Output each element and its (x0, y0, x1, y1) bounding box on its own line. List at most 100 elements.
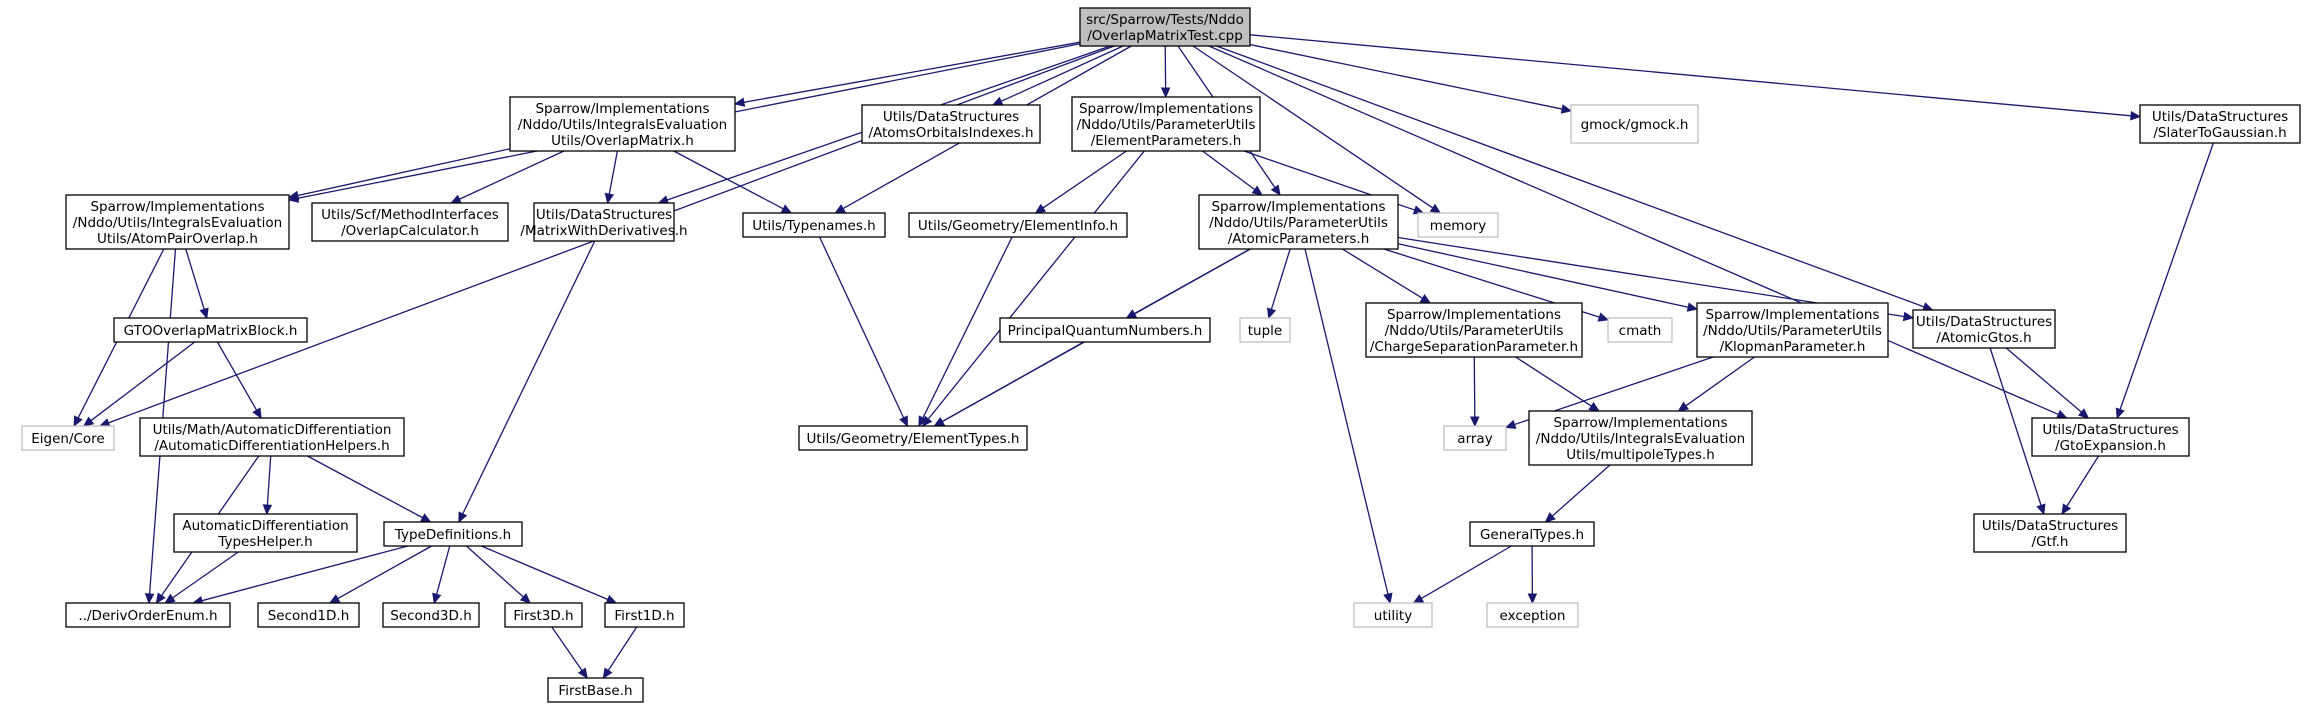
edge-tdef-to-f1d (481, 545, 618, 604)
edge-arrowhead (1902, 311, 1915, 322)
graph-node-gent[interactable]: GeneralTypes.h (1469, 521, 1595, 547)
edge-root-to-gmock (1249, 43, 1573, 114)
node-box (861, 104, 1041, 144)
graph-node-mpt[interactable]: Sparrow/Implementations/Nddo/Utils/Integ… (1528, 410, 1753, 466)
node-label: Utils/DataStructures (1916, 314, 2052, 330)
edge-arrowhead (519, 593, 532, 604)
edge-line (818, 236, 905, 419)
edge-line (1515, 356, 1592, 407)
node-box (999, 317, 1211, 343)
edge-gent-to-util (1412, 545, 1512, 604)
graph-node-f1d[interactable]: First1D.h (604, 602, 685, 628)
graph-node-csp[interactable]: Sparrow/Implementations/Nddo/Utils/Param… (1365, 302, 1583, 358)
graph-node-mwd[interactable]: Utils/DataStructures/MatrixWithDerivativ… (520, 202, 688, 242)
graph-node-tdef[interactable]: TypeDefinitions.h (383, 521, 523, 547)
node-label: /AtomsOrbitalsIndexes.h (868, 125, 1033, 141)
node-label: Utils/Scf/MethodInterfaces (321, 207, 499, 223)
node-box (1365, 302, 1583, 358)
graph-node-gtf[interactable]: Utils/DataStructures/Gtf.h (1973, 513, 2127, 553)
graph-node-elp[interactable]: Sparrow/Implementations/Nddo/Utils/Param… (1071, 96, 1261, 152)
node-label: /SlaterToGaussian.h (2153, 125, 2286, 141)
edge-arrowhead (82, 416, 95, 427)
node-label: Second1D.h (268, 608, 350, 624)
graph-node-agt[interactable]: Utils/DataStructures/AtomicGtos.h (1912, 309, 2056, 349)
graph-node-apo[interactable]: Sparrow/Implementations/Nddo/Utils/Integ… (65, 194, 290, 250)
edge-gent-to-exc (1527, 545, 1538, 605)
edge-ovm-to-mwd (604, 150, 619, 205)
graph-node-ovm[interactable]: Sparrow/Implementations/Nddo/Utils/Integ… (509, 96, 736, 152)
graph-node-s3d[interactable]: Second3D.h (382, 602, 480, 628)
edge-line (216, 341, 258, 411)
node-box (1570, 104, 1699, 144)
edge-arrowhead (1383, 592, 1393, 605)
node-label: Utils/Math/AutomaticDifferentiation (153, 422, 392, 438)
edge-tdef-to-doe (191, 545, 408, 606)
graph-node-exc: exception (1486, 602, 1579, 628)
node-label: Second3D.h (390, 608, 472, 624)
graph-node-s2g[interactable]: Utils/DataStructures/SlaterToGaussian.h (2139, 104, 2301, 144)
edge-arrowhead (1686, 302, 1699, 312)
node-label: tuple (1248, 323, 1282, 339)
edge-line (1989, 347, 2042, 506)
edge-arrowhead (1412, 594, 1425, 604)
graph-node-root[interactable]: src/Sparrow/Tests/Nddo/OverlapMatrixTest… (1079, 7, 1251, 47)
graph-node-elt[interactable]: Utils/Geometry/ElementTypes.h (798, 425, 1028, 451)
node-label: FirstBase.h (558, 683, 632, 699)
graph-node-tyn[interactable]: Utils/Typenames.h (742, 212, 886, 238)
graph-node-gob[interactable]: GTOOverlapMatrixBlock.h (113, 317, 308, 343)
edge-mpt-to-gent (1544, 464, 1611, 523)
node-box (21, 425, 115, 451)
edge-line (1304, 248, 1389, 595)
node-label: Utils/OverlapMatrix.h (551, 133, 694, 149)
node-box (504, 602, 583, 628)
node-label: Utils/DataStructures (883, 109, 1019, 125)
node-label: cmath (1619, 323, 1662, 339)
edge-line (1192, 45, 1434, 209)
graph-node-aoi[interactable]: Utils/DataStructures/AtomsOrbitalsIndexe… (861, 104, 1041, 144)
edge-line (1473, 356, 1476, 418)
edge-root-to-s2g (1249, 34, 2142, 121)
graph-node-klp[interactable]: Sparrow/Implementations/Nddo/Utils/Param… (1696, 302, 1889, 358)
graph-node-einf[interactable]: Utils/Geometry/ElementInfo.h (908, 212, 1128, 238)
graph-node-gtoe[interactable]: Utils/DataStructures/GtoExpansion.h (2031, 417, 2190, 457)
edge-atp-to-klp (1397, 243, 1699, 312)
edge-line (1216, 45, 1925, 308)
graph-node-pqn[interactable]: PrincipalQuantumNumbers.h (999, 317, 1211, 343)
graph-node-s1d[interactable]: Second1D.h (257, 602, 360, 628)
graph-node-atp[interactable]: Sparrow/Implementations/Nddo/Utils/Param… (1198, 194, 1399, 250)
graph-node-fb[interactable]: FirstBase.h (547, 677, 644, 703)
graph-node-adh[interactable]: Utils/Math/AutomaticDifferentiation/Auto… (139, 417, 405, 457)
edge-arrowhead (419, 513, 432, 523)
edge-arrowhead (2056, 409, 2068, 419)
edge-f1d-to-fb (602, 626, 638, 680)
edge-line (922, 236, 1013, 419)
edge-line (481, 545, 609, 601)
graph-node-doe[interactable]: ../DerivOrderEnum.h (65, 602, 231, 628)
node-label: /AtomicGtos.h (1936, 330, 2031, 346)
graph-nodes: src/Sparrow/Tests/Nddo/OverlapMatrixTest… (21, 7, 2301, 703)
edge-ovm-to-apo (287, 148, 511, 201)
edge-tyn-to-elt (818, 236, 908, 428)
edge-agt-to-gtoe (2005, 347, 2090, 419)
edge-arrowhead (933, 417, 945, 427)
node-box (798, 425, 1028, 451)
edge-line (1249, 43, 1563, 110)
graph-node-ovc[interactable]: Utils/Scf/MethodInterfaces/OverlapCalcul… (311, 202, 509, 242)
node-label: Sparrow/Implementations (1211, 199, 1385, 215)
node-box (1071, 96, 1261, 152)
edge-tdef-to-s3d (432, 545, 451, 605)
edge-arrowhead (2036, 503, 2046, 516)
node-label: memory (1430, 218, 1486, 234)
edge-atp-to-util (1304, 248, 1393, 605)
edge-agt-to-gtf (1989, 347, 2046, 516)
edge-line (608, 150, 619, 195)
graph-node-f3d[interactable]: First3D.h (504, 602, 583, 628)
node-label: utility (1374, 608, 1412, 624)
node-box (908, 212, 1128, 238)
edge-arrowhead (1588, 401, 1600, 412)
node-box (1353, 602, 1433, 628)
edge-line (1397, 243, 1689, 308)
edge-line (743, 41, 1081, 103)
